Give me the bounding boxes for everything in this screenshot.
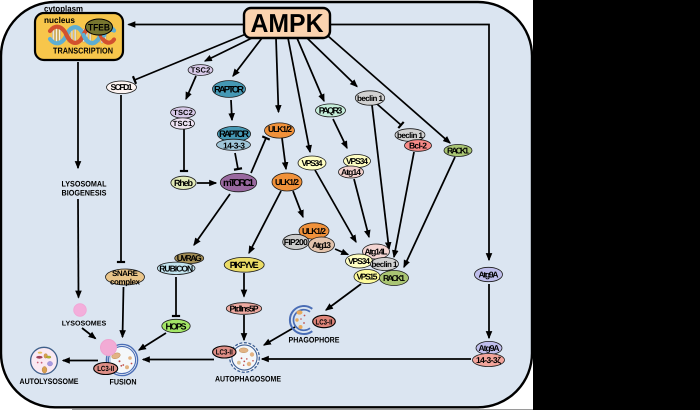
svg-text:TFEB: TFEB xyxy=(88,23,110,34)
svg-text:ULK1/2: ULK1/2 xyxy=(268,124,292,134)
svg-text:AMPK: AMPK xyxy=(251,8,324,38)
svg-text:VPS34: VPS34 xyxy=(348,256,370,266)
svg-text:cytoplasm: cytoplasm xyxy=(44,4,83,14)
svg-text:PHAGOPHORE: PHAGOPHORE xyxy=(289,336,341,345)
svg-text:Atg14L: Atg14L xyxy=(365,247,388,257)
svg-text:SCFD1: SCFD1 xyxy=(111,82,133,92)
svg-text:LC3-II: LC3-II xyxy=(97,364,114,373)
svg-text:beclin 1: beclin 1 xyxy=(372,260,399,269)
svg-text:Bcl-2: Bcl-2 xyxy=(409,141,427,151)
svg-text:LYSOSOMES: LYSOSOMES xyxy=(62,321,107,328)
svg-text:14-3-3ζ: 14-3-3ζ xyxy=(476,355,501,365)
svg-text:RAPTOR: RAPTOR xyxy=(219,129,249,140)
svg-text:VPS15: VPS15 xyxy=(357,272,378,282)
svg-text:LC3-II: LC3-II xyxy=(316,317,333,326)
svg-text:Atg9A: Atg9A xyxy=(479,270,499,280)
svg-text:complex: complex xyxy=(110,277,141,286)
svg-text:PtdIns5P: PtdIns5P xyxy=(230,304,259,314)
svg-text:VPS34: VPS34 xyxy=(346,156,368,166)
svg-text:PIKFYVE: PIKFYVE xyxy=(230,260,259,270)
svg-text:beclin 1: beclin 1 xyxy=(357,94,384,103)
svg-text:PAQR3: PAQR3 xyxy=(319,106,343,116)
svg-text:beclin 1: beclin 1 xyxy=(397,131,424,140)
svg-text:SNARE: SNARE xyxy=(112,269,139,278)
svg-text:UVRAG: UVRAG xyxy=(177,253,202,263)
svg-text:ULK1/2: ULK1/2 xyxy=(275,177,299,187)
svg-text:FUSION: FUSION xyxy=(110,378,137,387)
svg-text:RUBICON: RUBICON xyxy=(159,263,193,273)
svg-text:TSC2: TSC2 xyxy=(191,66,211,75)
svg-text:TRANSCRIPTION: TRANSCRIPTION xyxy=(53,46,113,56)
svg-text:nucleus: nucleus xyxy=(44,15,75,25)
svg-text:LYSOSOMAL: LYSOSOMAL xyxy=(62,179,107,188)
svg-text:HOPS: HOPS xyxy=(166,321,187,331)
svg-text:TSC2: TSC2 xyxy=(173,108,193,117)
svg-text:LC3-II: LC3-II xyxy=(216,348,233,357)
svg-text:Rheb: Rheb xyxy=(174,178,194,188)
svg-text:AUTOLYSOSOME: AUTOLYSOSOME xyxy=(20,377,80,386)
svg-text:14-3-3: 14-3-3 xyxy=(223,140,245,150)
svg-text:ULK1/2: ULK1/2 xyxy=(302,226,326,236)
svg-text:Atg14: Atg14 xyxy=(341,167,361,177)
svg-text:mTORC1: mTORC1 xyxy=(223,178,254,189)
svg-text:TSC1: TSC1 xyxy=(173,119,193,128)
svg-text:VPS34: VPS34 xyxy=(302,158,323,168)
svg-text:FIP200: FIP200 xyxy=(284,237,308,247)
svg-text:BIOGENESIS: BIOGENESIS xyxy=(62,188,108,197)
svg-text:RACK1: RACK1 xyxy=(447,146,469,156)
svg-text:RACK1: RACK1 xyxy=(383,273,405,283)
svg-text:Atg9A: Atg9A xyxy=(479,343,500,353)
svg-text:AUTOPHAGOSOME: AUTOPHAGOSOME xyxy=(215,374,282,383)
svg-text:Atg13: Atg13 xyxy=(312,240,331,250)
svg-text:RAPTOR: RAPTOR xyxy=(214,85,244,96)
